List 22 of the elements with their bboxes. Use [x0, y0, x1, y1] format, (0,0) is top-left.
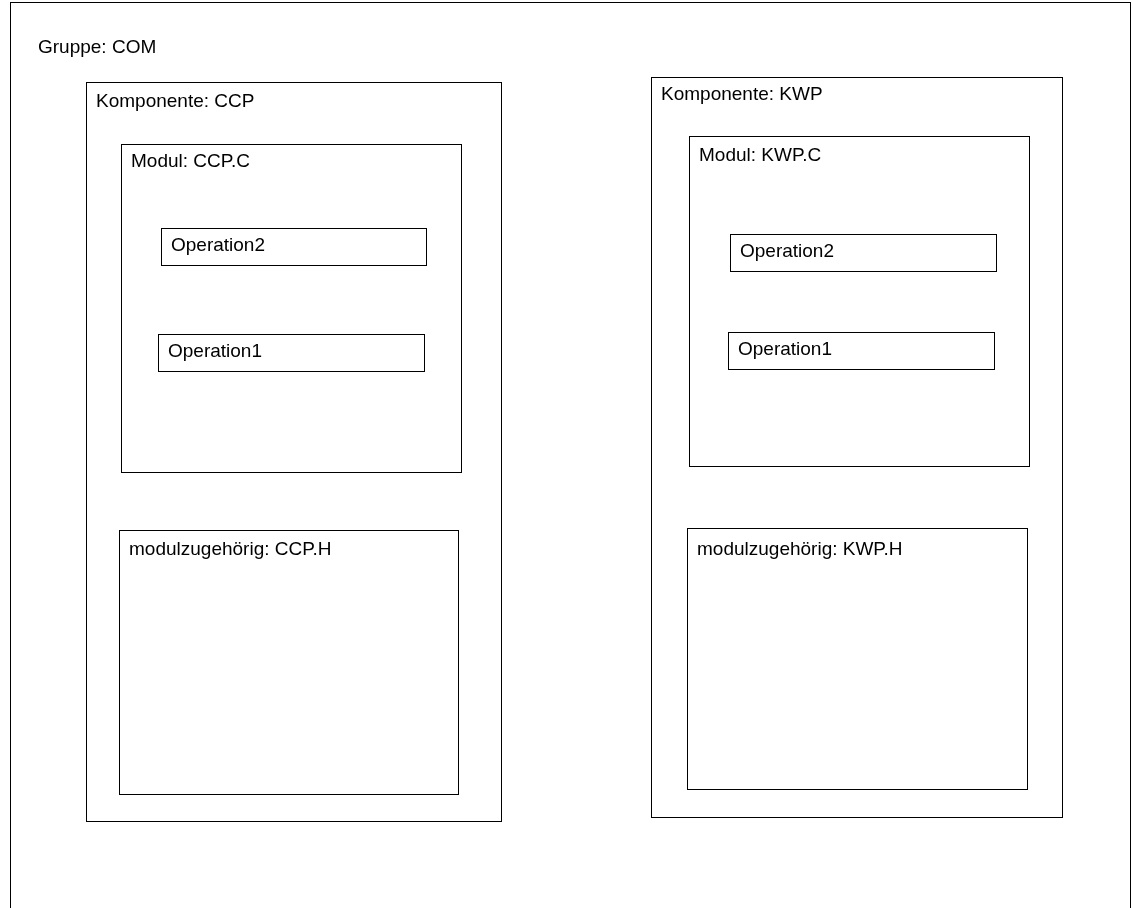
- operation-box: [728, 332, 995, 370]
- module-box: [121, 144, 462, 473]
- box-title: Operation1: [738, 337, 832, 361]
- module-box: [689, 136, 1030, 467]
- box-title: Modul: CCP.C: [131, 149, 250, 173]
- component-box: [651, 77, 1063, 818]
- operation-box: [158, 334, 425, 372]
- component-box: [86, 82, 502, 822]
- box-title: Operation2: [171, 233, 265, 257]
- box-title: Modul: KWP.C: [699, 143, 822, 167]
- box-title: Komponente: KWP: [661, 82, 823, 106]
- module-box: [119, 530, 459, 795]
- module-box: [687, 528, 1028, 790]
- group-frame: [10, 2, 1131, 908]
- box-title: Operation2: [740, 239, 834, 263]
- box-title: Operation1: [168, 339, 262, 363]
- box-title: modulzugehörig: CCP.H: [129, 537, 332, 561]
- box-title: Gruppe: COM: [38, 35, 157, 59]
- operation-box: [161, 228, 427, 266]
- box-title: Komponente: CCP: [96, 89, 255, 113]
- operation-box: [730, 234, 997, 272]
- box-title: modulzugehörig: KWP.H: [697, 537, 903, 561]
